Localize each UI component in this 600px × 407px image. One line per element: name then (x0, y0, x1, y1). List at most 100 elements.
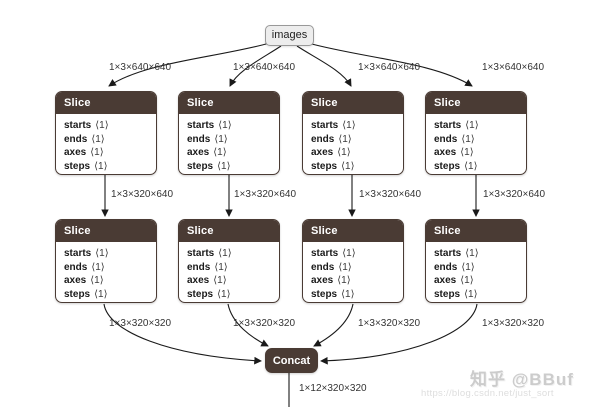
watermark-blog-url: https://blog.csdn.net/just_sort (421, 388, 554, 399)
param-value: ⟨1⟩ (213, 275, 227, 286)
param-steps: steps⟨1⟩ (311, 288, 395, 302)
slice-node-3[interactable]: Slice starts⟨1⟩ ends⟨1⟩ axes⟨1⟩ steps⟨1⟩ (302, 91, 404, 175)
param-value: ⟨1⟩ (464, 160, 478, 172)
param-starts: starts⟨1⟩ (64, 247, 148, 261)
param-ends: ends⟨1⟩ (434, 261, 518, 275)
edge-label-slice1-slice5: 1×3×320×640 (111, 189, 174, 200)
slice-node-8-title[interactable]: Slice (426, 220, 526, 242)
edge-label-slice8-concat: 1×3×320×320 (482, 318, 545, 329)
slice-node-1-title[interactable]: Slice (56, 92, 156, 114)
slice-node-6-title[interactable]: Slice (179, 220, 279, 242)
param-value: ⟨1⟩ (342, 120, 356, 131)
slice-node-8-params: starts⟨1⟩ ends⟨1⟩ axes⟨1⟩ steps⟨1⟩ (426, 242, 526, 301)
edge-label-input-slice4: 1×3×640×640 (482, 62, 545, 73)
slice-node-5-params: starts⟨1⟩ ends⟨1⟩ axes⟨1⟩ steps⟨1⟩ (56, 242, 156, 301)
param-value: ⟨1⟩ (217, 288, 231, 300)
concat-node[interactable]: Concat (265, 348, 318, 373)
param-ends: ends⟨1⟩ (434, 133, 518, 147)
param-starts: starts⟨1⟩ (64, 119, 148, 133)
edge-label-slice2-slice6: 1×3×320×640 (234, 189, 297, 200)
param-axes: axes⟨1⟩ (64, 274, 148, 288)
param-value: ⟨1⟩ (94, 160, 108, 172)
edge-label-input-slice1: 1×3×640×640 (109, 62, 172, 73)
param-name: axes (311, 275, 334, 286)
param-name: starts (434, 120, 462, 131)
param-value: ⟨1⟩ (465, 248, 479, 259)
param-steps: steps⟨1⟩ (64, 288, 148, 302)
edge-label-input-slice2: 1×3×640×640 (233, 62, 296, 73)
param-value: ⟨1⟩ (461, 261, 475, 273)
param-value: ⟨1⟩ (218, 248, 232, 259)
slice-node-4-title[interactable]: Slice (426, 92, 526, 114)
param-steps: steps⟨1⟩ (434, 160, 518, 174)
slice-node-4[interactable]: Slice starts⟨1⟩ ends⟨1⟩ axes⟨1⟩ steps⟨1⟩ (425, 91, 527, 175)
param-value: ⟨1⟩ (338, 261, 352, 273)
param-starts: starts⟨1⟩ (434, 119, 518, 133)
slice-node-6-params: starts⟨1⟩ ends⟨1⟩ axes⟨1⟩ steps⟨1⟩ (179, 242, 279, 301)
edge-slice5-concat (103, 303, 262, 365)
param-value: ⟨1⟩ (95, 120, 109, 131)
param-steps: steps⟨1⟩ (311, 160, 395, 174)
slice-node-2-title[interactable]: Slice (179, 92, 279, 114)
edge-label-slice4-slice8: 1×3×320×640 (483, 189, 546, 200)
param-name: axes (434, 147, 457, 158)
param-name: axes (187, 147, 210, 158)
slice-node-5[interactable]: Slice starts⟨1⟩ ends⟨1⟩ axes⟨1⟩ steps⟨1⟩ (55, 219, 157, 303)
param-value: ⟨1⟩ (461, 133, 475, 145)
param-value: ⟨1⟩ (460, 147, 474, 158)
param-name: steps (187, 288, 214, 300)
edge-input-slice2 (229, 45, 282, 87)
param-name: ends (311, 133, 335, 145)
param-value: ⟨1⟩ (337, 275, 351, 286)
param-name: ends (434, 133, 458, 145)
slice-node-2[interactable]: Slice starts⟨1⟩ ends⟨1⟩ axes⟨1⟩ steps⟨1⟩ (178, 91, 280, 175)
param-name: starts (187, 120, 215, 131)
param-value: ⟨1⟩ (218, 120, 232, 131)
edge-slice7-concat (313, 303, 354, 347)
param-steps: steps⟨1⟩ (187, 288, 271, 302)
param-value: ⟨1⟩ (91, 133, 105, 145)
edge-slice8-concat (320, 303, 478, 365)
param-name: steps (311, 160, 338, 172)
param-value: ⟨1⟩ (338, 133, 352, 145)
edge-label-input-slice3: 1×3×640×640 (358, 62, 421, 73)
slice-node-7[interactable]: Slice starts⟨1⟩ ends⟨1⟩ axes⟨1⟩ steps⟨1⟩ (302, 219, 404, 303)
slice-node-8[interactable]: Slice starts⟨1⟩ ends⟨1⟩ axes⟨1⟩ steps⟨1⟩ (425, 219, 527, 303)
param-name: steps (64, 160, 91, 172)
param-name: axes (434, 275, 457, 286)
param-value: ⟨1⟩ (95, 248, 109, 259)
param-name: ends (434, 261, 458, 273)
edge-label-slice7-concat: 1×3×320×320 (358, 318, 421, 329)
slice-node-7-title[interactable]: Slice (303, 220, 403, 242)
slice-node-2-params: starts⟨1⟩ ends⟨1⟩ axes⟨1⟩ steps⟨1⟩ (179, 114, 279, 173)
edge-input-slice1 (108, 42, 271, 87)
slice-node-7-params: starts⟨1⟩ ends⟨1⟩ axes⟨1⟩ steps⟨1⟩ (303, 242, 403, 301)
slice-node-5-title[interactable]: Slice (56, 220, 156, 242)
param-value: ⟨1⟩ (90, 275, 104, 286)
param-name: axes (311, 147, 334, 158)
param-value: ⟨1⟩ (90, 147, 104, 158)
param-name: starts (187, 248, 215, 259)
param-value: ⟨1⟩ (213, 147, 227, 158)
param-name: ends (187, 261, 211, 273)
param-name: steps (64, 288, 91, 300)
param-value: ⟨1⟩ (341, 160, 355, 172)
input-node-images[interactable]: images (265, 25, 314, 46)
param-starts: starts⟨1⟩ (187, 247, 271, 261)
param-name: axes (64, 147, 87, 158)
param-axes: axes⟨1⟩ (187, 146, 271, 160)
param-ends: ends⟨1⟩ (311, 133, 395, 147)
param-steps: steps⟨1⟩ (187, 160, 271, 174)
slice-node-1[interactable]: Slice starts⟨1⟩ ends⟨1⟩ axes⟨1⟩ steps⟨1⟩ (55, 91, 157, 175)
slice-node-3-title[interactable]: Slice (303, 92, 403, 114)
param-value: ⟨1⟩ (337, 147, 351, 158)
param-name: starts (434, 248, 462, 259)
slice-node-6[interactable]: Slice starts⟨1⟩ ends⟨1⟩ axes⟨1⟩ steps⟨1⟩ (178, 219, 280, 303)
param-axes: axes⟨1⟩ (187, 274, 271, 288)
param-name: steps (434, 160, 461, 172)
param-value: ⟨1⟩ (214, 261, 228, 273)
param-axes: axes⟨1⟩ (434, 274, 518, 288)
param-ends: ends⟨1⟩ (187, 133, 271, 147)
